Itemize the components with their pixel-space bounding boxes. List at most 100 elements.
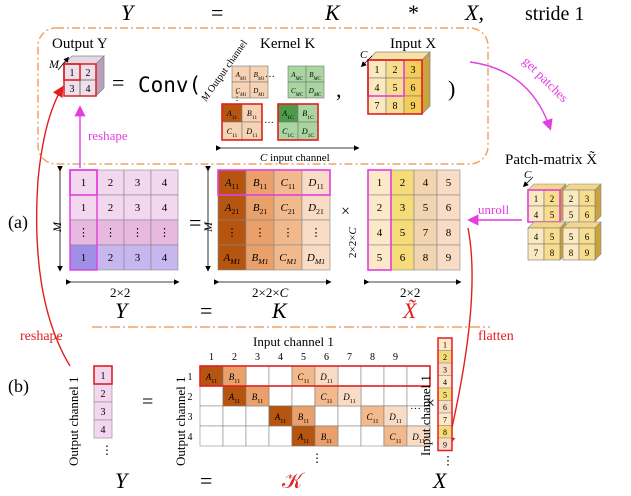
k-cell (245, 219, 275, 246)
input-cell-text: 9 (411, 101, 416, 112)
b-filled-text: D11 (411, 432, 425, 445)
b-row-outline (199, 365, 431, 387)
kernel-back-text-sub: M1 (257, 93, 265, 98)
kernel-front-text-sub: 11 (252, 133, 258, 139)
kernel-back-text-main: B (254, 71, 259, 79)
b-grid-cell (383, 385, 408, 407)
b-filled-text-sub: 11 (326, 438, 332, 445)
b-filled-text-main: C (389, 432, 396, 442)
kernel-front-text-main: D (301, 127, 308, 136)
b-filled-text-sub: 11 (280, 418, 286, 425)
patch-cell-text: 6 (585, 210, 590, 220)
b-output-channel-label: Output channel 1 (66, 376, 81, 466)
bot-eq-x: X (432, 468, 448, 493)
get-patches-arrow (469, 61, 553, 131)
k-cell (217, 194, 247, 221)
b-filled-text-sub: 11 (303, 378, 309, 385)
b-out-text: 1 (101, 371, 106, 382)
b-in-text: 7 (443, 416, 447, 425)
b-row-header: 3 (188, 412, 193, 423)
kernel-back-text-sub: M1 (257, 77, 265, 82)
b-filled-text-main: D (319, 372, 327, 382)
b-filled-text-main: A (228, 392, 235, 402)
k-row-outline (217, 169, 331, 196)
y-cell-text: 4 (162, 177, 168, 189)
k-cell-text: A11 (224, 177, 239, 191)
x-cell-text: 1 (377, 177, 383, 189)
b-col-header: 8 (370, 352, 375, 363)
a-m-left: M (50, 221, 64, 233)
kernel-back-text-main: C (235, 87, 240, 95)
k-cell (245, 244, 275, 271)
part-a-label: (a) (8, 212, 28, 233)
b-filled-text: C11 (297, 372, 309, 385)
b-grid-cell (245, 365, 270, 387)
y-cell-text: 3 (135, 252, 141, 264)
b-grid-cell (268, 425, 293, 447)
k-cell-text-sub: M1 (229, 257, 240, 266)
kernel-front-text: C1C (282, 127, 294, 139)
reshape-red-arrow (35, 85, 71, 367)
x-cell-text: 7 (423, 227, 429, 239)
b-filled-text-main: B (321, 432, 327, 442)
x-cell-text: 2 (377, 202, 383, 214)
kernel-front-text: A11 (226, 109, 237, 121)
x-cell-text: 3 (400, 202, 406, 214)
kernel-front-text-main: D (245, 127, 252, 136)
b-filled-text-sub: 11 (327, 378, 333, 385)
input-cell-text: 6 (411, 83, 416, 94)
k-cell-text-sub: M1 (257, 257, 268, 266)
b-row-header: 1 (188, 372, 193, 383)
patch-cell-text: 8 (569, 248, 574, 258)
a-times: × (341, 203, 350, 220)
b-col-header: 5 (301, 352, 306, 363)
x-dim-label: 2×2 (400, 285, 420, 300)
b-in-outline (437, 337, 453, 452)
kernel-front-outline (221, 103, 263, 141)
y-cell-text: ⋮ (78, 227, 89, 239)
patch-cell-text: 1 (534, 194, 539, 204)
k-cell (301, 194, 331, 221)
y-cell (150, 244, 179, 271)
input-cell-text: 8 (393, 101, 398, 112)
patch-top (562, 183, 602, 191)
kernel-back-text-sub: MC (313, 93, 322, 98)
b-grid-cell (360, 425, 385, 447)
kernel-back-cell (305, 81, 325, 99)
k-cell-text-sub: 11 (288, 182, 296, 191)
x-cell-text: 6 (446, 202, 452, 214)
top-eq-stride: stride 1 (525, 3, 584, 25)
y-cell (123, 194, 152, 221)
kernel-front-text: B11 (247, 109, 257, 121)
patch-cell-text: 4 (534, 232, 539, 242)
bot-eq-y: Y (115, 468, 130, 493)
patch-top (527, 183, 567, 191)
k-cell-text-sub: M1 (314, 257, 325, 266)
k-cell-text-sub: 21 (288, 207, 296, 216)
b-times: × (426, 395, 435, 412)
b-row-header: 2 (188, 392, 193, 403)
k-cell-text-main: D (307, 177, 316, 189)
kernel-front-text-sub: 11 (232, 133, 238, 139)
kernel-front-text: C11 (227, 127, 238, 139)
kernel-back-text-main: A (290, 71, 296, 79)
b-filled-text-sub: 11 (419, 438, 425, 445)
out-m-label: M (48, 57, 60, 71)
k-cell-text: C21 (280, 202, 295, 216)
b-filled-text-main: A (297, 432, 304, 442)
patch-cell-text: 5 (550, 232, 555, 242)
patch-cell-text: 8 (550, 248, 555, 258)
k-cell-text: A21 (224, 202, 240, 216)
b-in-text: 9 (443, 441, 447, 450)
top-eq-equals: = (211, 0, 223, 25)
bot-eq-k: 𝒦 (282, 468, 305, 493)
k-cell-text-sub: 21 (316, 207, 324, 216)
patch-cell (578, 243, 596, 261)
k-cell-text: ⋮ (311, 227, 322, 239)
k-cell-text-main: A (224, 177, 232, 189)
b-filled-text: D11 (319, 372, 333, 385)
b-grid-cell (268, 385, 293, 407)
k-cell-text-sub: 21 (232, 207, 240, 216)
patch-c-arrow (522, 176, 534, 188)
